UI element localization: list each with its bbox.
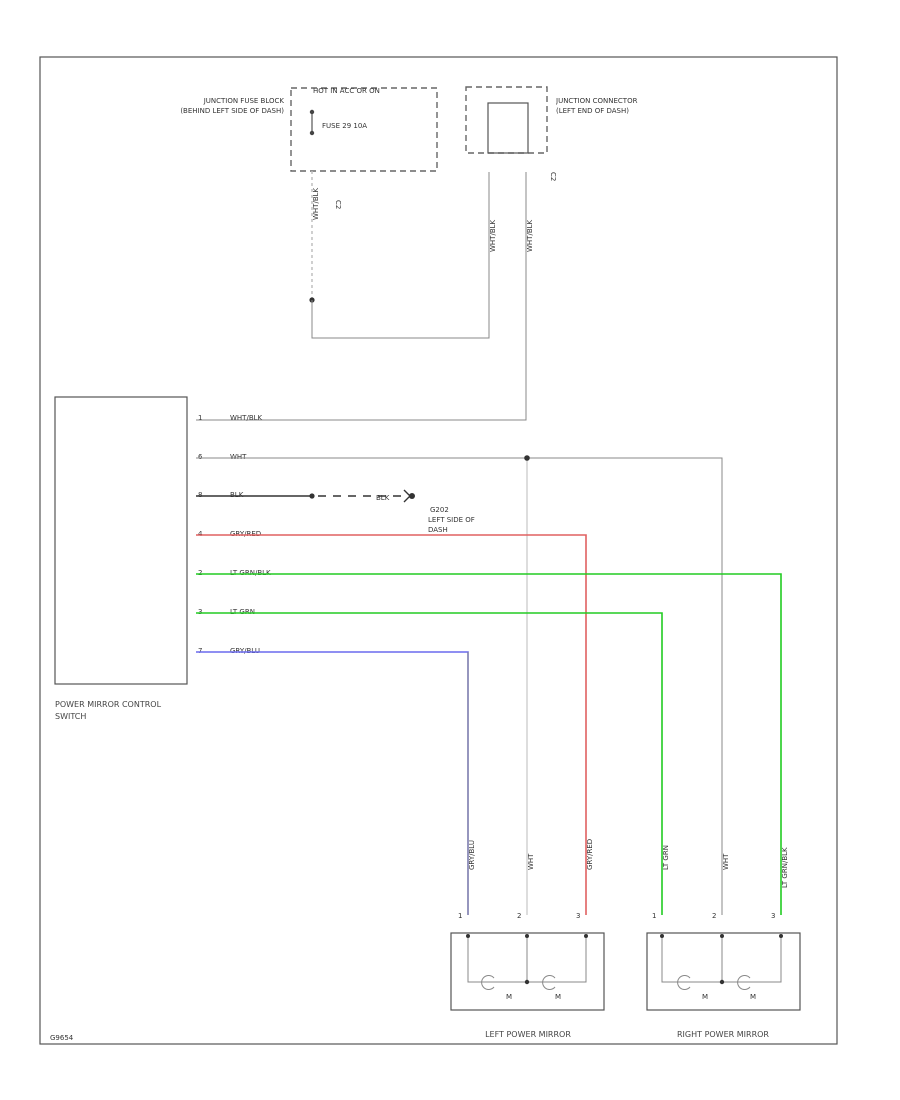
ground-circuit: BLK G202 LEFT SIDE OF DASH: [196, 489, 475, 534]
ground-icon: [409, 493, 415, 499]
left-motor-icon: [542, 975, 556, 990]
left-motor-label: M: [506, 993, 512, 1001]
left-mirror-wire-label: GRY/BLU: [468, 840, 476, 870]
fuse-terminal-top: [309, 109, 315, 115]
fuse-label: FUSE 29 10A: [322, 122, 367, 130]
figure-id: G9654: [50, 1034, 74, 1042]
wire-lt-grn: [196, 612, 663, 915]
left-mirror-wire-label: GRY/RED: [586, 839, 594, 870]
mirror-wire-labels: GRY/BLU WHT GRY/RED LT GRN WHT LT GRN/BL…: [468, 839, 789, 888]
right-mirror-wire-label: LT GRN/BLK: [781, 847, 789, 888]
left-mirror-pin: 3: [576, 912, 580, 920]
left-mirror-pin: 2: [517, 912, 521, 920]
switch-pin-wire: BLK: [230, 491, 244, 499]
ground-location-box: LEFT SIDE OF DASH: [428, 516, 475, 534]
left-mirror-junction: [524, 979, 530, 985]
diagram-frame: [39, 56, 838, 1045]
left-mirror-wire-label: WHT: [527, 853, 535, 870]
ground-wire-label: BLK: [376, 494, 390, 502]
junction-connector-outline: [465, 86, 548, 154]
upper-wires: WHT/BLK WHT/BLK WHT/BLK: [196, 171, 534, 421]
wire-gry-red: [196, 534, 587, 915]
right-motor-label: M: [750, 993, 756, 1001]
junction-connector-name-box: JUNCTION CONNECTOR (LEFT END OF DASH): [556, 97, 638, 115]
right-power-mirror: 1 2 3 M M RIGHT POWER MIRROR: [646, 912, 801, 1039]
left-mirror-terminal: [525, 934, 529, 938]
connector-ref-c1: C2: [334, 200, 342, 209]
ground-ref: G202: [430, 506, 449, 514]
switch-name: POWER MIRROR CONTROL SWITCH: [55, 700, 162, 721]
right-motor-icon: [677, 975, 691, 990]
left-mirror-pin: 1: [458, 912, 462, 920]
wire-jc-to-switch: [196, 172, 527, 421]
right-mirror-name: RIGHT POWER MIRROR: [677, 1030, 769, 1039]
right-mirror-wire-label: WHT: [722, 853, 730, 870]
switch-pin: 8: [198, 491, 202, 499]
fuse-block-name-box: JUNCTION FUSE BLOCK (BEHIND LEFT SIDE OF…: [180, 97, 284, 115]
ground-location: LEFT SIDE OF DASH: [428, 516, 475, 534]
junction-connector: JUNCTION CONNECTOR (LEFT END OF DASH): [465, 86, 638, 154]
wire-label-jc-out: WHT/BLK: [526, 219, 534, 252]
right-mirror-pin: 3: [771, 912, 775, 920]
switch-pins: 1 WHT/BLK 6 WHT 8 BLK 4 GRY/RED 2 LT GRN…: [198, 414, 271, 655]
junction-connector-body: [487, 102, 529, 154]
switch-pin: 6: [198, 453, 203, 461]
left-mirror-terminal: [466, 934, 470, 938]
junction-fuse-block: HOT IN ACC OR ON FUSE 29 10A JUNCTION FU…: [180, 87, 438, 172]
left-motor-icon: [481, 975, 495, 990]
wire-gry-blu: [196, 651, 469, 915]
switch-pin: 7: [198, 647, 202, 655]
switch-pin-wire: LT GRN: [230, 608, 255, 616]
wire-label-jc-in: WHT/BLK: [489, 219, 497, 252]
left-mirror-body: [450, 932, 605, 1011]
connector-ref-c2: C2: [549, 172, 557, 181]
power-mirror-control-switch: POWER MIRROR CONTROL SWITCH: [54, 396, 188, 721]
wire-label-fuse-out: WHT/BLK: [312, 187, 320, 220]
left-mirror-terminal: [584, 934, 588, 938]
switch-pin-wire: GRY/BLU: [230, 647, 260, 655]
switch-body: [54, 396, 188, 685]
switch-pin-wire: LT GRN/BLK: [230, 569, 271, 577]
wire-jumper-loop: [311, 172, 490, 339]
switch-pin-wire: GRY/RED: [230, 530, 261, 538]
switch-name-box: POWER MIRROR CONTROL SWITCH: [55, 700, 162, 721]
fuse-block-header: HOT IN ACC OR ON: [313, 87, 380, 95]
right-mirror-terminal: [779, 934, 783, 938]
right-mirror-pin: 2: [712, 912, 716, 920]
wire-lt-grn-blk: [196, 573, 782, 915]
splice-wht: [524, 455, 530, 461]
wire-wht: [196, 457, 723, 915]
right-mirror-junction: [719, 979, 725, 985]
junction-connector-name: JUNCTION CONNECTOR (LEFT END OF DASH): [556, 97, 638, 115]
fuse-terminal-bottom: [309, 130, 315, 136]
splice-ground: [309, 493, 315, 499]
right-mirror-terminal: [720, 934, 724, 938]
left-motor-label: M: [555, 993, 561, 1001]
fuse-block-outline: [290, 87, 438, 172]
left-mirror-name: LEFT POWER MIRROR: [485, 1030, 571, 1039]
switch-pin-wire: WHT/BLK: [230, 414, 263, 422]
right-mirror-body: [646, 932, 801, 1011]
fuse-block-name: JUNCTION FUSE BLOCK (BEHIND LEFT SIDE OF…: [180, 97, 284, 115]
switch-pin-wire: WHT: [230, 453, 247, 461]
switch-pin: 2: [198, 569, 202, 577]
right-motor-label: M: [702, 993, 708, 1001]
right-motor-icon: [737, 975, 751, 990]
switch-pin: 4: [198, 530, 203, 538]
switch-pin: 3: [198, 608, 202, 616]
switch-pin: 1: [198, 414, 202, 422]
right-mirror-terminal: [660, 934, 664, 938]
right-mirror-wire-label: LT GRN: [662, 845, 670, 870]
right-mirror-pin: 1: [652, 912, 656, 920]
left-power-mirror: 1 2 3 M M LEFT POWER MIRROR: [450, 912, 605, 1039]
